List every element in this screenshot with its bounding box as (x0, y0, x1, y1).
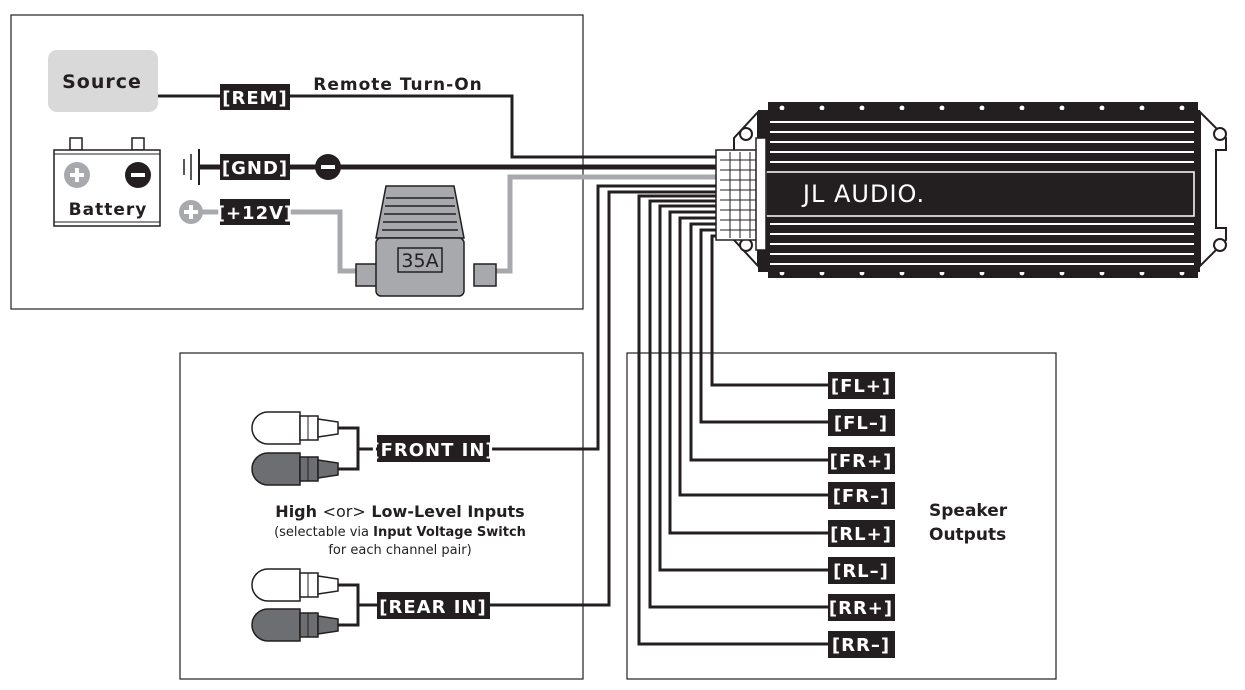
plus12v-tag: [+12V] (217, 199, 294, 225)
svg-text:[REM]: [REM] (222, 88, 288, 109)
gnd-minus-icon (315, 154, 341, 180)
amp-connector (715, 137, 767, 251)
amp-brand-logo: JL AUDIO. (801, 180, 925, 208)
output-tag-rr-plus: [RR+] (828, 594, 895, 621)
rca-white-plug-icon (251, 411, 339, 445)
power-plus-icon (179, 200, 203, 224)
gnd-tag: [GND] (220, 154, 290, 180)
rem-tag: [REM] (220, 84, 290, 110)
front-in-tag: [FRONT IN] (371, 435, 494, 462)
rear-rca-join (338, 583, 360, 627)
front-in-wire (490, 184, 720, 451)
output-tag-fr-minus: [FR–] (828, 482, 895, 509)
output-tag-fl-plus: [FL+] (828, 372, 895, 399)
battery-minus-icon (125, 162, 151, 188)
ground-icon (183, 149, 200, 185)
svg-text:[+12V]: [+12V] (217, 203, 294, 224)
output-tag-rl-minus: [RL–] (828, 557, 895, 584)
battery: Battery (53, 137, 161, 227)
rca-gray-plug-icon (251, 608, 339, 642)
rca-gray-plug-icon (251, 452, 339, 486)
svg-text:[RR–]: [RR–] (832, 635, 890, 656)
speaker-outputs-caption-line1: Speaker (929, 501, 1008, 521)
output-tag-rl-plus: [RL+] (828, 520, 895, 547)
speaker-outputs-caption-line2: Outputs (929, 525, 1006, 545)
battery-plus-icon (64, 162, 90, 188)
svg-text:[GND]: [GND] (222, 158, 288, 179)
svg-text:[FL–]: [FL–] (834, 413, 888, 434)
rca-white-plug-icon (251, 568, 339, 602)
rr-plus-wire (648, 199, 828, 609)
speaker-output-tags: [FL+] [FL–] [FR+] [FR–] [RL+] [RL–] [RR+… (828, 372, 895, 658)
svg-text:[RR+]: [RR+] (829, 598, 893, 619)
inputs-panel (179, 352, 584, 680)
svg-text:[FRONT IN]: [FRONT IN] (371, 440, 494, 461)
source-label: Source (62, 71, 142, 93)
fuse-rating: 35A (401, 250, 438, 272)
outputs-panel (626, 352, 1057, 680)
power-wire-to-amp (496, 174, 720, 274)
inputs-note-line1: (selectable via Input Voltage Switch (274, 525, 526, 540)
svg-text:[REAR IN]: [REAR IN] (379, 597, 486, 618)
svg-text:[FR+]: [FR+] (830, 451, 893, 472)
inputs-heading: High <or> Low-Level Inputs (275, 502, 524, 521)
remote-caption: Remote Turn-On (313, 75, 483, 95)
fr-plus-wire (689, 222, 828, 462)
fl-minus-wire (699, 228, 828, 424)
rr-minus-wire (637, 194, 828, 646)
rl-plus-wire (668, 210, 828, 535)
rem-wire (158, 94, 720, 159)
svg-text:[RL–]: [RL–] (833, 561, 889, 582)
front-rca-plugs (251, 411, 339, 486)
output-tag-fl-minus: [FL–] (828, 409, 895, 436)
fuse: 35A (355, 185, 497, 297)
svg-text:[FL+]: [FL+] (831, 376, 891, 397)
rear-in-tag: [REAR IN] (377, 592, 490, 619)
power-panel (10, 14, 584, 310)
amplifier: JL AUDIO. (715, 102, 1227, 278)
svg-text:[RL+]: [RL+] (830, 524, 892, 545)
svg-text:[FR–]: [FR–] (833, 486, 890, 507)
inputs-note-line2: for each channel pair) (328, 543, 471, 558)
battery-label: Battery (69, 200, 148, 220)
output-tag-rr-minus: [RR–] (828, 631, 895, 658)
fr-minus-wire (678, 216, 828, 497)
front-rca-join (338, 426, 360, 471)
output-tag-fr-plus: [FR+] (828, 447, 895, 474)
source-unit: Source (48, 50, 158, 112)
rear-rca-plugs (251, 568, 339, 642)
rl-minus-wire (658, 204, 828, 572)
rear-in-wire (490, 190, 720, 607)
